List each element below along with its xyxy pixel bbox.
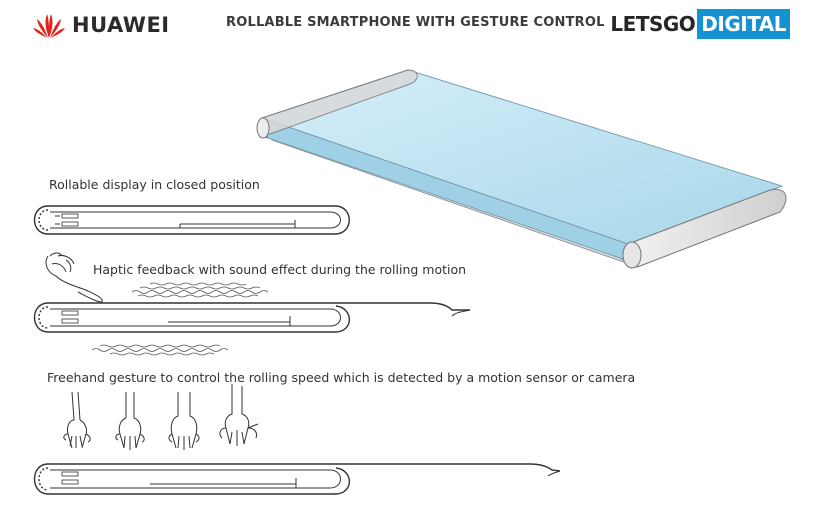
huawei-flower-logo-icon — [33, 14, 65, 38]
extended-position-drawing — [33, 463, 561, 495]
diagram-title: ROLLABLE SMARTPHONE WITH GESTURE CONTROL — [226, 15, 605, 30]
source-logo-part1: LETSGO — [610, 12, 696, 36]
hand-gesture-icon-4 — [219, 384, 259, 446]
brand-name: HUAWEI — [72, 13, 170, 37]
caption-freehand-gesture: Freehand gesture to control the rolling … — [47, 370, 636, 385]
huawei-brand: HUAWEI — [32, 10, 170, 40]
hand-gesture-icon-2 — [115, 392, 145, 450]
caption-haptic-feedback: Haptic feedback with sound effect during… — [93, 262, 467, 277]
haptic-vibration-waves-top — [131, 282, 269, 298]
rolling-motion-drawing — [33, 302, 471, 333]
letsgodigital-logo: LETSGO DIGITAL — [610, 9, 790, 39]
caption-closed-position: Rollable display in closed position — [49, 177, 260, 192]
hand-gesture-icon-1 — [63, 391, 91, 449]
source-logo-part2: DIGITAL — [697, 9, 790, 39]
rollable-phone-3d — [256, 69, 787, 269]
closed-position-drawing — [33, 205, 350, 235]
hand-gesture-icon-3 — [168, 392, 200, 450]
haptic-vibration-waves-bottom — [91, 344, 229, 356]
finger-press-icon — [45, 252, 103, 303]
